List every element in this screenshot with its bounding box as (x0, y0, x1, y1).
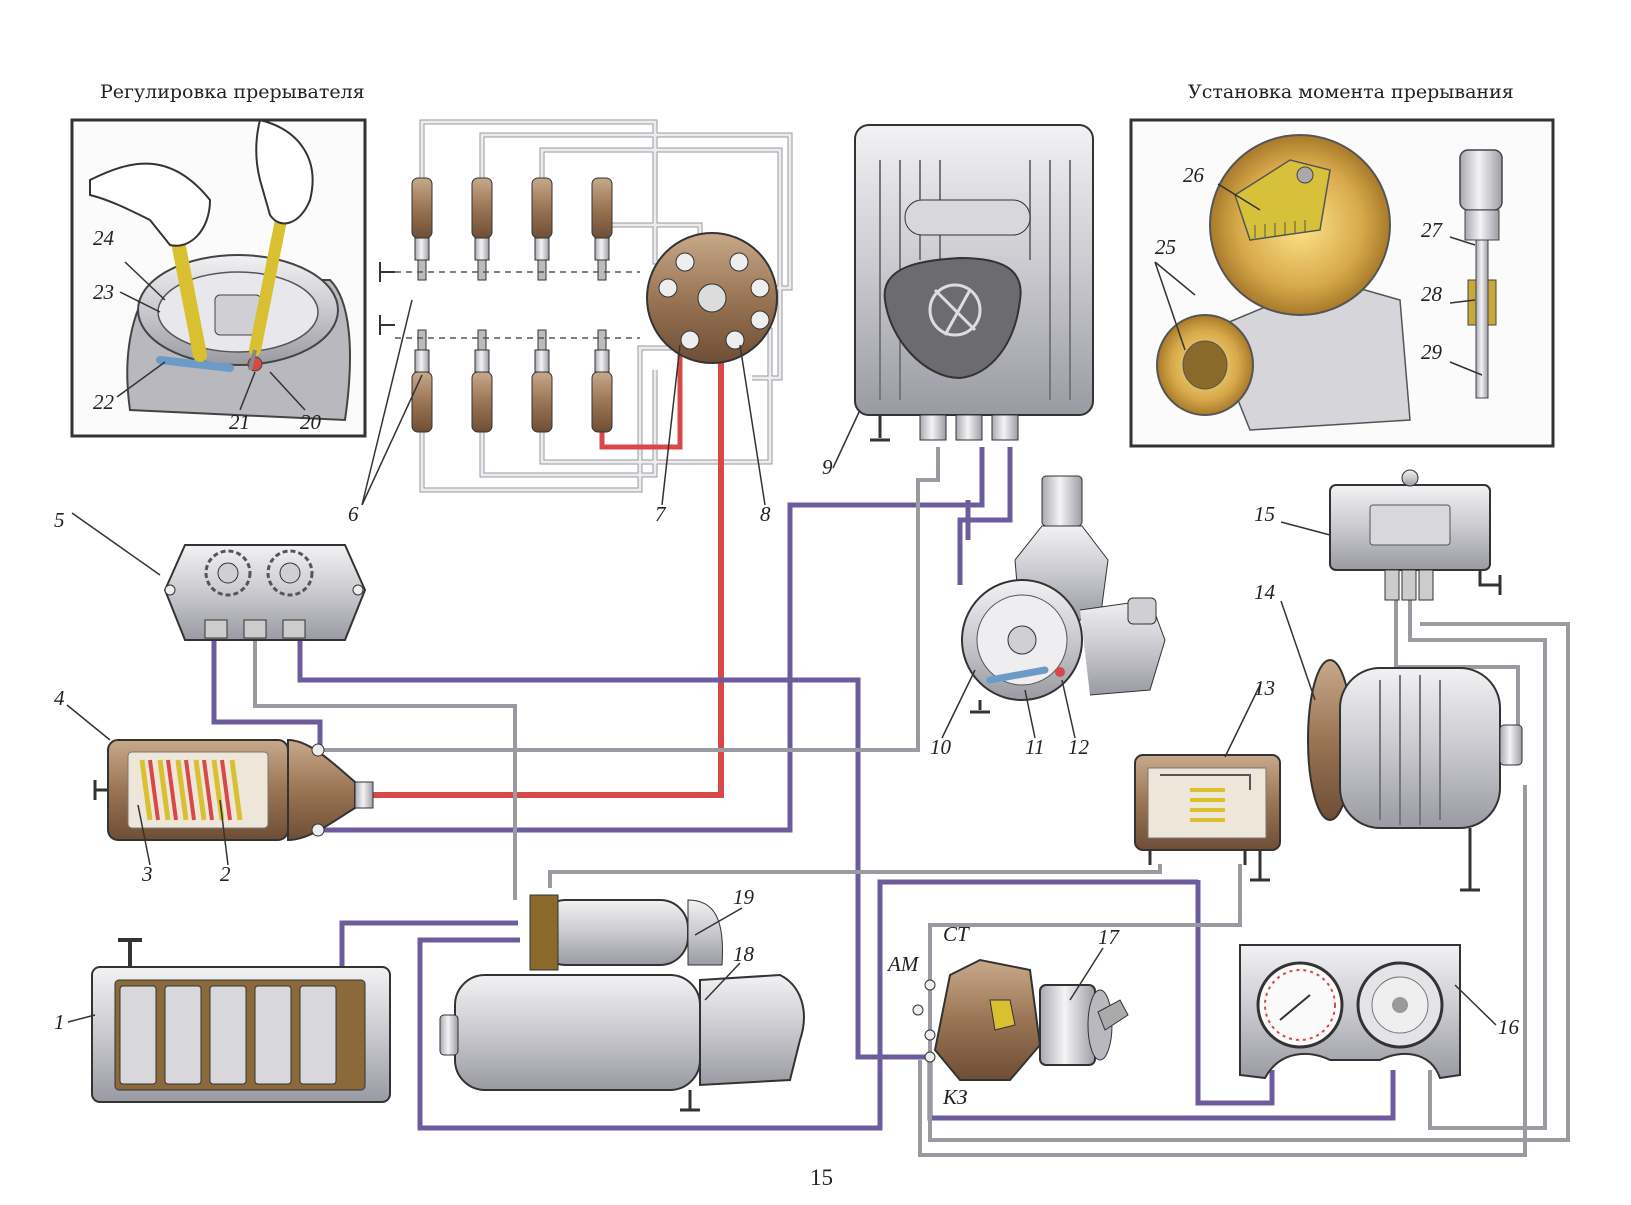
electronic-switch (854, 124, 1094, 442)
callout-22: 22 (93, 390, 114, 414)
callout-15: 15 (1254, 502, 1275, 526)
callout-6: 6 (348, 502, 359, 526)
callout-17: 17 (1098, 925, 1119, 949)
callout-12: 12 (1068, 735, 1089, 759)
callout-16: 16 (1498, 1015, 1519, 1039)
distributor-cap (646, 232, 778, 364)
battery (91, 938, 391, 1103)
callout-3: 3 (142, 862, 153, 886)
spark-plug (531, 329, 553, 433)
spark-plug (591, 177, 613, 281)
spark-plug (471, 329, 493, 433)
break-moment-illustration (1156, 134, 1503, 431)
callout-13: 13 (1254, 676, 1275, 700)
spark-plug (411, 329, 433, 433)
ignition-switch (912, 958, 1129, 1081)
ignition-coil (93, 738, 374, 842)
alternator (1307, 659, 1523, 892)
instrument-panel (1239, 944, 1461, 1080)
callout-10: 10 (930, 735, 951, 759)
red-lead-coil (372, 305, 724, 798)
voltage-regulator (1329, 469, 1502, 601)
violet-wires (211, 447, 1396, 1131)
callout-21: 21 (229, 410, 250, 434)
callout-27: 27 (1421, 218, 1442, 242)
sensor-distributor (961, 475, 1166, 714)
callout-7: 7 (655, 502, 666, 526)
callout-4: 4 (54, 686, 65, 710)
callout-9: 9 (822, 455, 833, 479)
callout-18: 18 (733, 942, 754, 966)
callout-1: 1 (54, 1010, 65, 1034)
callout-8: 8 (760, 502, 771, 526)
starter (439, 894, 805, 1112)
callout-24: 24 (93, 226, 114, 250)
leader-lines (66, 183, 1497, 1026)
breaker-adjustment-title: Регулировка прерывателя (100, 81, 365, 103)
spark-plug (471, 177, 493, 281)
callout-28: 28 (1421, 282, 1442, 306)
page-number: 15 (810, 1165, 833, 1190)
red-lead-plug (599, 330, 683, 450)
callout-23: 23 (93, 280, 114, 304)
callout-29: 29 (1421, 340, 1442, 364)
break-moment-title: Установка момента прерывания (1188, 81, 1514, 103)
callout-26: 26 (1183, 163, 1204, 187)
callout-25: 25 (1155, 235, 1176, 259)
spark-plug (411, 177, 433, 281)
spark-plug (591, 329, 613, 433)
terminal-st-label: СТ (943, 922, 969, 946)
callout-14: 14 (1254, 580, 1275, 604)
spark-plugs (379, 177, 640, 433)
terminal-kz-label: КЗ (943, 1085, 968, 1109)
starter-relay (1134, 754, 1281, 882)
callout-20: 20 (300, 410, 321, 434)
callout-5: 5 (54, 508, 65, 532)
additional-resistor (163, 544, 367, 641)
terminal-am-label: АМ (888, 952, 919, 976)
callout-19: 19 (733, 885, 754, 909)
callout-11: 11 (1025, 735, 1045, 759)
spark-plug (531, 177, 553, 281)
callout-2: 2 (220, 862, 231, 886)
breaker-illustration (89, 118, 351, 422)
